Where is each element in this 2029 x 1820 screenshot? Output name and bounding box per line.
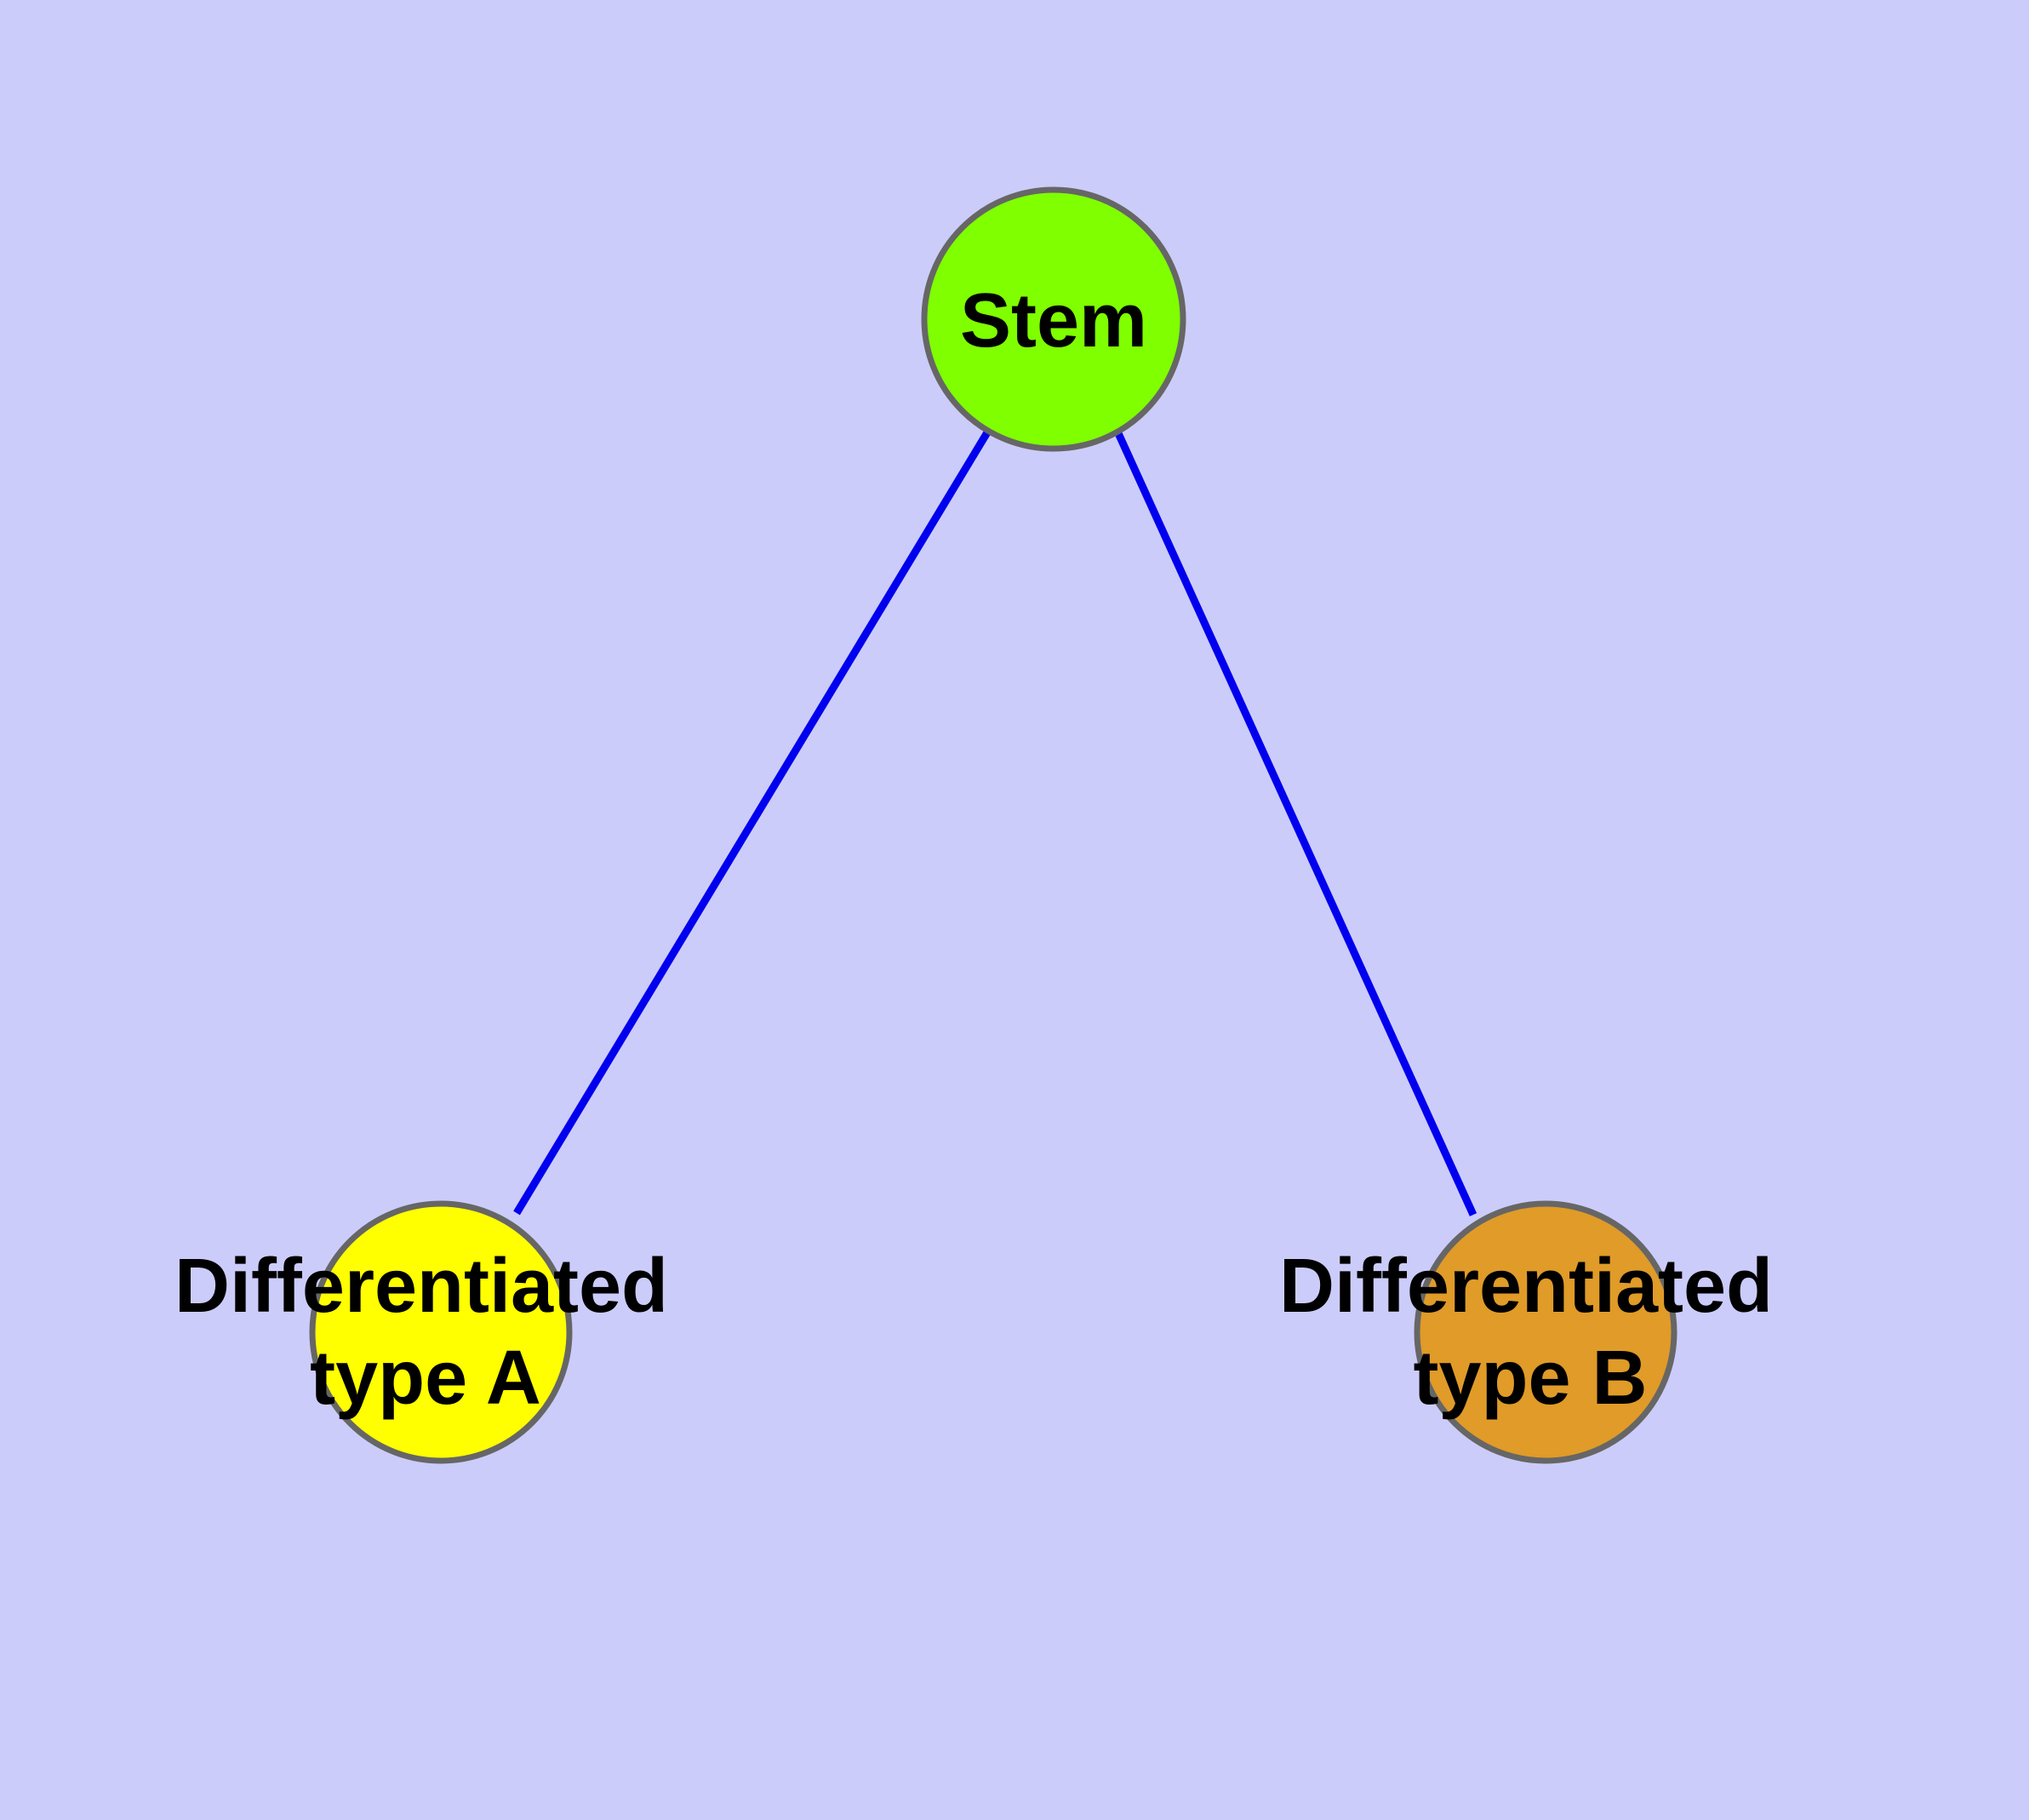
node-differentiated-type-a-label-line1: Differentiated: [174, 1244, 668, 1329]
edge-stem-to-differentiated-type-b[interactable]: [1114, 432, 1477, 1216]
node-layer: Stem Differentiated type A Differentiate…: [174, 186, 1773, 1464]
node-differentiated-type-b[interactable]: Differentiated type B: [1279, 1200, 1773, 1464]
node-differentiated-type-b-label-line1: Differentiated: [1279, 1244, 1773, 1329]
node-differentiated-type-a-circle[interactable]: [309, 1200, 573, 1464]
node-stem[interactable]: Stem: [921, 186, 1186, 452]
node-stem-label: Stem: [960, 278, 1147, 363]
node-stem-circle[interactable]: [921, 186, 1186, 452]
node-differentiated-type-b-label-line2: type B: [1413, 1336, 1647, 1421]
node-differentiated-type-a[interactable]: Differentiated type A: [174, 1200, 668, 1464]
node-differentiated-type-a-label-line2: type A: [310, 1336, 541, 1421]
node-differentiated-type-b-circle[interactable]: [1414, 1200, 1677, 1464]
edge-stem-to-differentiated-type-a[interactable]: [513, 430, 991, 1216]
edge-layer: [513, 430, 1477, 1216]
